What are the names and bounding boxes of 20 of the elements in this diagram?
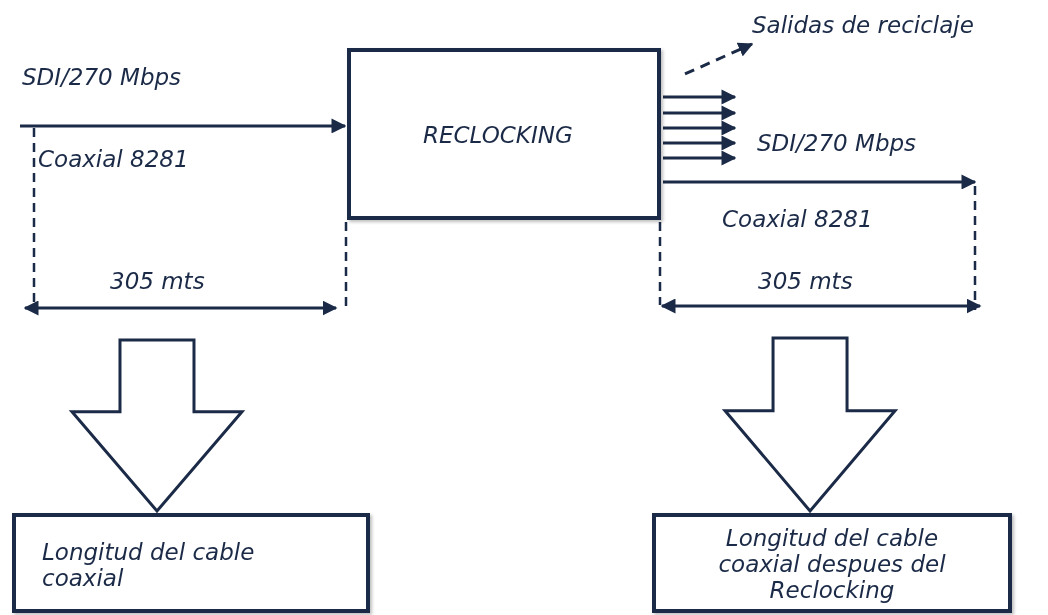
signal-label: SDI/270 Mbps: [757, 130, 917, 156]
signal-label: SDI/270 Mbps: [22, 64, 182, 90]
arrow: [663, 150, 737, 166]
output-label: Salidas de reciclaje: [752, 12, 1042, 42]
arrow: [663, 120, 737, 136]
arrow: [684, 42, 754, 76]
arrow: [663, 105, 737, 121]
cable-label: Coaxial 8281: [38, 146, 189, 172]
dimension-label: 305 mts: [110, 268, 205, 294]
result-box: Longitud del cable coaxial despues del Reclocking: [652, 513, 1012, 613]
arrow: [663, 135, 737, 151]
process-box: RECLOCKING: [347, 48, 661, 220]
result-box: Longitud del cable coaxial: [12, 513, 370, 613]
arrow: [20, 118, 347, 134]
arrow: [663, 89, 737, 105]
arrow: [663, 174, 977, 190]
cable-label: Coaxial 8281: [722, 206, 873, 232]
dimension-label: 305 mts: [758, 268, 853, 294]
block-arrow: [68, 338, 246, 514]
block-arrow: [721, 336, 899, 514]
